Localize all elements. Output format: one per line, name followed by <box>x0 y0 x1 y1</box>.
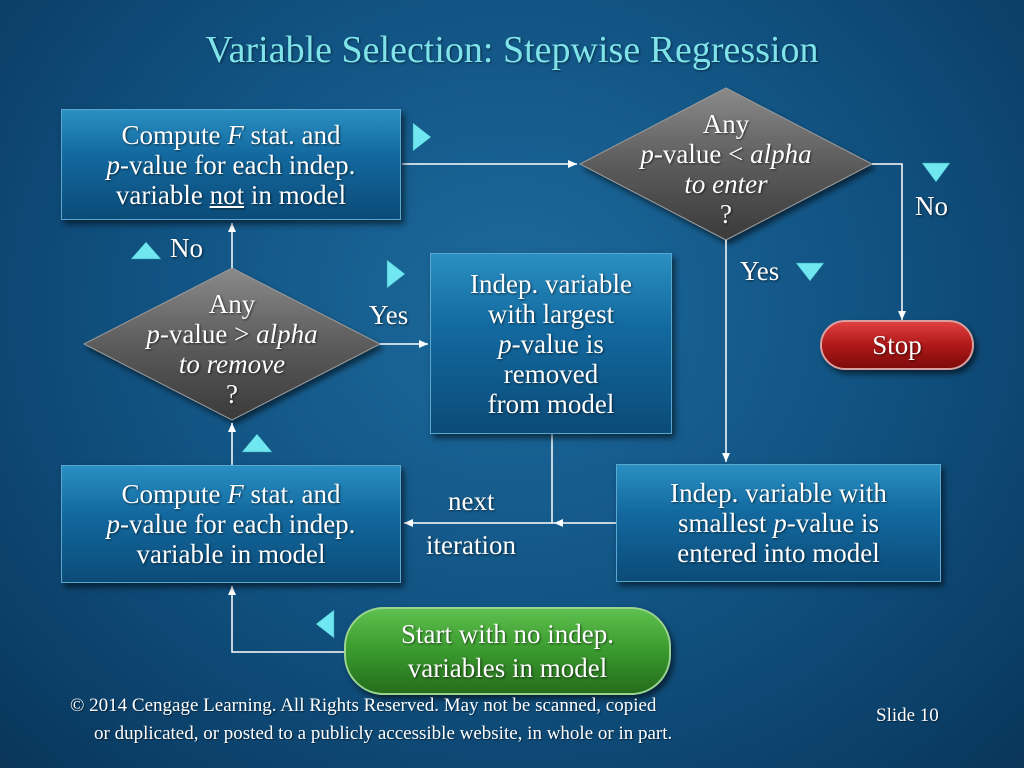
footer-line: © 2014 Cengage Learning. All Rights Rese… <box>70 695 657 716</box>
connector-start-to-compute-in <box>228 586 344 653</box>
box-line: Indep. variable <box>470 268 632 299</box>
diamond-line: to remove <box>178 349 286 379</box>
slide-number: Slide 10 <box>876 705 939 726</box>
decision-remove-diamond <box>82 267 382 421</box>
box-line: with largest <box>487 298 615 329</box>
compute-not-in-model-box: Compute F stat. and p-value for each ind… <box>61 109 401 220</box>
edge-label-remove-yes: Yes <box>369 300 409 330</box>
diamond-line: p-value > alpha <box>146 319 318 349</box>
box-line: variable not in model <box>115 179 347 210</box>
start-line: variables in model <box>407 653 608 683</box>
compute-in-model-box: Compute F stat. and p-value for each ind… <box>61 465 401 583</box>
triangle-right-icon <box>412 122 432 152</box>
decision-enter-text: Any p-value < alpha to enter ? <box>606 109 846 229</box>
variable-removed-box: Indep. variable with largest p-value is … <box>430 253 672 434</box>
box-line: p-value for each indep. <box>106 149 356 180</box>
box-line: removed <box>503 358 599 389</box>
copyright-footer: © 2014 Cengage Learning. All Rights Rese… <box>70 692 672 748</box>
triangle-up-icon <box>130 241 162 260</box>
diamond-line: Any <box>208 289 256 319</box>
diamond-line: to enter <box>684 169 768 199</box>
stop-label: Stop <box>872 330 922 360</box>
box-line: Compute F stat. and <box>121 119 341 150</box>
edge-label-next: next <box>448 486 495 516</box>
triangle-right-icon <box>386 259 406 289</box>
box-line: Indep. variable with <box>670 478 887 508</box>
diamond-line: Any <box>702 109 750 139</box>
slide-title: Variable Selection: Stepwise Regression <box>205 29 819 71</box>
box-line: Compute F stat. and <box>121 479 341 509</box>
connector-enter-no-to-stop <box>872 163 906 320</box>
box-line: variable in model <box>136 539 326 569</box>
box-line: p-value is <box>498 328 604 359</box>
triangle-down-icon <box>795 262 825 282</box>
diamond-line: ? <box>226 379 238 409</box>
box-line: from model <box>487 388 615 419</box>
diamond-line: p-value < alpha <box>640 139 812 169</box>
triangle-up-icon <box>241 433 273 453</box>
edge-label-enter-yes: Yes <box>740 256 780 286</box>
start-line: Start with no indep. <box>401 619 614 649</box>
edge-label-enter-no: No <box>915 191 948 221</box>
box-line: entered into model <box>677 538 880 568</box>
start-terminal: Start with no indep. variables in model <box>344 607 671 695</box>
decision-remove-text: Any p-value > alpha to remove ? <box>112 289 352 409</box>
box-line: p-value for each indep. <box>106 509 356 539</box>
edge-label-iteration: iteration <box>426 530 516 560</box>
diamond-line: ? <box>720 199 732 229</box>
footer-line: or duplicated, or posted to a publicly a… <box>94 723 673 744</box>
triangle-down-icon <box>921 162 951 183</box>
stop-terminal: Stop <box>820 320 974 370</box>
box-line: smallest p-value is <box>678 508 879 538</box>
variable-entered-box: Indep. variable with smallest p-value is… <box>616 464 941 582</box>
triangle-left-icon <box>315 609 335 639</box>
edge-label-remove-no: No <box>170 233 203 263</box>
